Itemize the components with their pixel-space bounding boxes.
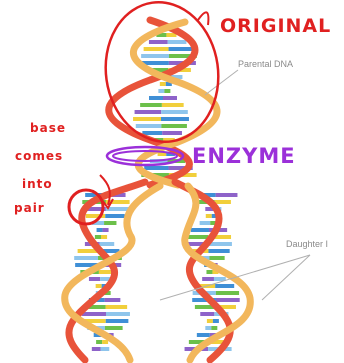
base-comes-into-pair-line4: pair bbox=[14, 201, 45, 215]
parental-dna-label: Parental DNA bbox=[238, 59, 293, 69]
right-daughter-helix bbox=[175, 182, 250, 360]
parental-label-leader bbox=[205, 70, 238, 95]
base-comes-into-pair-line2: comes bbox=[15, 149, 63, 163]
base-comes-into-pair-line3: into bbox=[22, 177, 53, 191]
enzyme-annotation: ENZYME bbox=[192, 144, 296, 168]
original-annotation: ORIGINAL bbox=[220, 15, 331, 37]
daughter-label: Daughter I bbox=[286, 239, 328, 249]
left-daughter-helix bbox=[65, 182, 160, 360]
base-comes-into-pair-line1: base bbox=[30, 121, 66, 135]
